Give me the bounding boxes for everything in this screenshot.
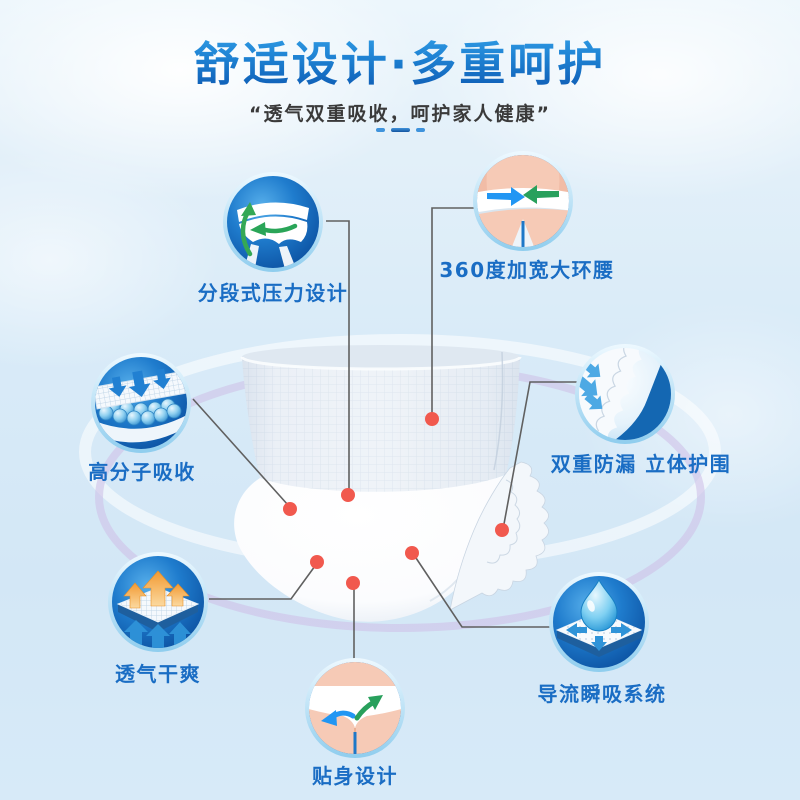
callout-dot-flow-absorb xyxy=(405,546,419,560)
feature-label: 贴身设计 xyxy=(312,764,398,788)
feature-breathable-dry: 透气干爽 xyxy=(106,550,210,686)
connector-line-breathable xyxy=(209,565,316,600)
feature-close-fit: 贴身设计 xyxy=(303,656,407,788)
page-title: 舒适设计·多重呵护 xyxy=(0,28,800,94)
close-fit-body-icon xyxy=(305,658,405,758)
feature-wide-waistband: 360度加宽大环腰 xyxy=(439,149,613,282)
waist-stretch-arrows-icon xyxy=(473,151,573,251)
feature-double-leakproof: 双重防漏 立体护围 xyxy=(551,342,730,476)
callout-dot-leakproof xyxy=(495,523,509,537)
absorbent-pouch xyxy=(234,474,507,622)
feature-label: 双重防漏 立体护围 xyxy=(550,452,732,476)
connector-line-leakproof xyxy=(503,381,579,525)
waist-opening xyxy=(242,345,520,369)
water-drop-pad-icon xyxy=(549,572,649,672)
connector-line-polymer xyxy=(192,398,289,506)
callout-dot-breathable xyxy=(310,555,324,569)
divider-dashes xyxy=(0,128,800,132)
feature-label: 导流瞬吸系统 xyxy=(537,682,667,706)
feature-label: 分段式压力设计 xyxy=(197,281,349,305)
product-image-pullup-pants xyxy=(234,345,549,622)
leakproof-ruffle-guard-icon xyxy=(575,344,675,444)
feature-label: 高分子吸收 xyxy=(88,460,196,484)
feature-label: 透气干爽 xyxy=(115,662,201,686)
callout-dot-segmented-pressure xyxy=(341,488,355,502)
pants-pressure-arrows-icon xyxy=(223,172,323,272)
connector-line-segmented-pressure xyxy=(326,220,350,489)
connector-line-wide-waistband xyxy=(431,207,475,413)
page-subtitle: “透气双重吸收，呵护家人健康” xyxy=(249,103,551,125)
callout-dot-polymer xyxy=(283,502,297,516)
polymer-beads-absorb-icon xyxy=(91,353,191,453)
connector-line-flow-absorb xyxy=(415,557,550,628)
feature-flow-absorb-system: 导流瞬吸系统 xyxy=(538,570,665,706)
feature-polymer-absorption: 高分子吸收 xyxy=(88,351,194,484)
callout-dot-close-fit xyxy=(346,576,360,590)
feature-segmented-pressure: 分段式压力设计 xyxy=(198,170,347,305)
callout-dot-wide-waistband xyxy=(425,412,439,426)
side-fold-line xyxy=(493,351,504,471)
feature-label: 360度加宽大环腰 xyxy=(439,258,615,282)
breathable-airflow-icon xyxy=(108,552,208,652)
